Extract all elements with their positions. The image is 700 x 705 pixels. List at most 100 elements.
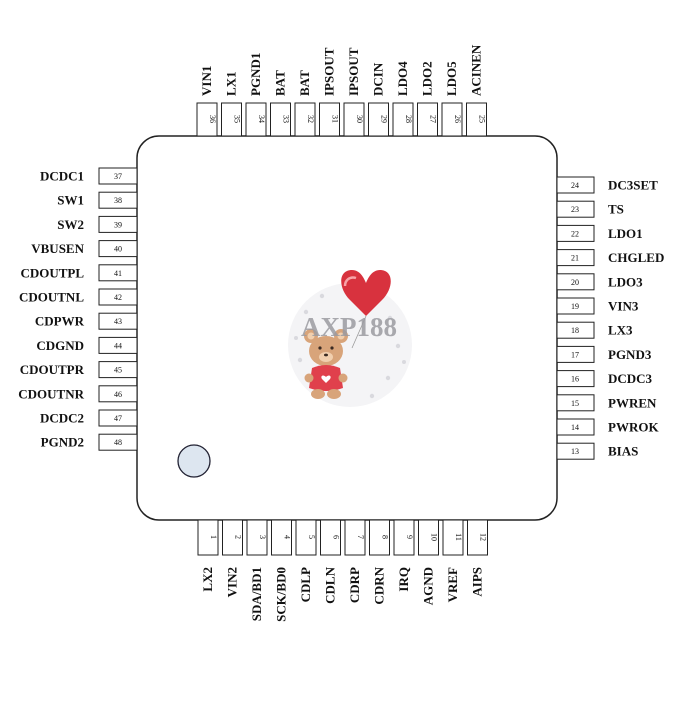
pin-number: 30 [355,115,364,123]
pin-label-dcdc3: DCDC3 [608,371,653,386]
pin-box [556,321,595,339]
pin-number: 38 [114,196,122,205]
pin-number: 18 [571,326,579,335]
pin-box [221,102,242,137]
pin-box [467,519,488,556]
pin-label-cdgnd: CDGND [36,338,84,353]
pin-number: 48 [114,438,122,447]
pin-40: 40 VBUSEN [31,240,138,258]
pin-number: 44 [114,341,122,350]
pin-box [393,519,415,556]
pin-box [295,519,317,556]
pin-label-irq: IRQ [396,567,411,592]
pin-box [392,102,414,137]
pin-box [294,102,316,137]
pin-label-lx2: LX2 [200,567,215,592]
pin-number: 12 [479,533,488,541]
pin-label-bias: BIAS [608,444,638,459]
pin-number: 17 [571,350,579,359]
pin-label-vref: VREF [445,567,460,602]
pin-label-cdoutnl: CDOUTNL [19,290,84,305]
pin-box [556,345,595,363]
pin-box [441,102,463,137]
pin-39: 39 SW2 [57,215,138,233]
pin-number: 10 [430,533,439,541]
pin-number: 1 [209,535,218,539]
pin-box [98,361,138,379]
pin-label-cdlp: CDLP [298,567,313,602]
pin-label-aips: AIPS [470,567,485,597]
pin-box [98,264,138,282]
pin-box [98,240,138,258]
pin-number: 46 [114,390,122,399]
pin-box [344,519,366,556]
pin-number: 39 [114,220,122,229]
pin-box [197,519,219,556]
pin-label-cdrn: CDRN [372,566,387,604]
pin-number: 36 [208,115,217,123]
pin-label-pwrok: PWROK [608,420,659,435]
pin-label-ldo2: LDO2 [420,61,435,96]
pin-number: 16 [571,375,579,384]
pin-box [556,418,595,436]
pin-label-sda-bd1: SDA/BD1 [249,567,264,621]
pin-label-vbusen: VBUSEN [31,241,84,256]
pin-box [98,191,138,209]
pin-44: 44 CDGND [36,336,138,354]
pin-label-cdln: CDLN [323,566,338,603]
pin-label-sw2: SW2 [57,217,84,232]
pin-number: 20 [571,278,579,287]
pin-label-pgnd3: PGND3 [608,347,652,362]
pin-box [245,102,267,137]
pin1-dot-icon [177,444,211,478]
pin-box [556,249,595,267]
pin-label-ipsout: IPSOUT [322,47,337,96]
pin-16: 16 DCDC3 [556,370,653,388]
pin-label-bat: BAT [297,70,312,96]
pin-label-acinen: ACINEN [469,44,484,96]
pin-box [98,433,138,451]
pin-box [556,297,595,315]
pin-box [98,385,138,403]
pin-label-agnd: AGND [421,567,436,605]
pin-number: 4 [283,535,292,539]
pin-box [98,409,138,427]
pin-label-dcdc1: DCDC1 [40,169,84,184]
pin-box [98,312,138,330]
pin-46: 46 CDOUTNR [18,385,138,403]
pin-box [270,102,291,137]
pin-box [98,215,138,233]
pin-label-cdpwr: CDPWR [35,314,85,329]
pin-box [556,370,595,388]
pin-number: 2 [234,535,243,539]
pin-label-cdoutnr: CDOUTNR [18,386,84,401]
pins-left-group: 37DCDC138SW139SW240VBUSEN41CDOUTPL42CDOU… [18,167,138,451]
pin-number: 40 [114,245,122,254]
pin-label-chgled: CHGLED [608,250,664,265]
pin-number: 23 [571,205,579,214]
pin-label-lx3: LX3 [608,323,633,338]
pin-box [556,394,595,412]
